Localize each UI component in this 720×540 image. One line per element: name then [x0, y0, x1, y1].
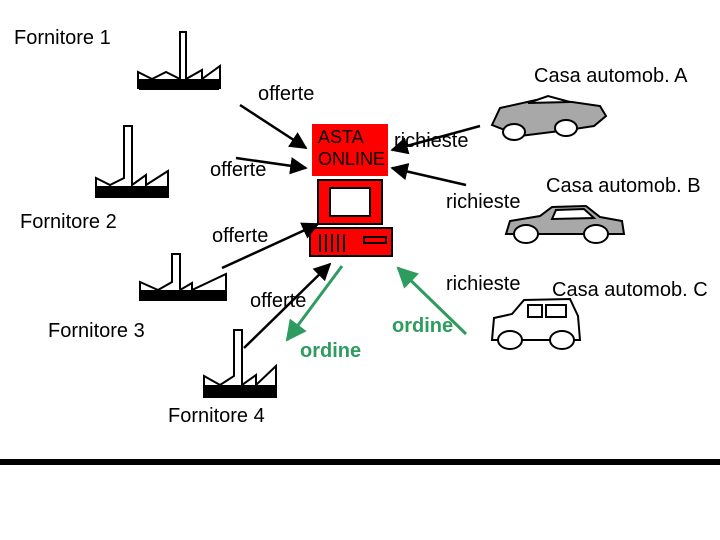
- computer-icon: [309, 179, 393, 257]
- request-label-1: richieste: [394, 130, 469, 152]
- offer-label-3: offerte: [212, 225, 269, 247]
- offer-arrow-3: [221, 222, 320, 270]
- footer-divider: [0, 459, 720, 465]
- factory-1-icon: [137, 31, 221, 90]
- buyer-a-label: Casa automob. A: [534, 65, 688, 87]
- supplier-3-label: Fornitore 3: [48, 320, 145, 342]
- supplier-2-label: Fornitore 2: [20, 211, 117, 233]
- supplier-4-label: Fornitore 4: [168, 405, 265, 427]
- offer-label-2: offerte: [210, 159, 267, 181]
- order-arrow-buyer: [396, 266, 468, 336]
- request-label-3: richieste: [446, 273, 521, 295]
- offer-label-4: offerte: [250, 290, 307, 312]
- factory-2-icon: [95, 125, 169, 198]
- request-label-2: richieste: [446, 191, 521, 213]
- car-b-icon: [504, 204, 626, 244]
- car-c-icon: [490, 297, 582, 350]
- buyer-c-label: Casa automob. C: [552, 279, 708, 301]
- request-arrow-2: [390, 162, 467, 187]
- offer-arrow-1: [239, 103, 308, 150]
- order-label-buyer: ordine: [392, 315, 454, 337]
- auction-title-line2: ONLINE: [318, 149, 386, 169]
- supplier-1-label: Fornitore 1: [14, 27, 111, 49]
- offer-label-1: offerte: [258, 83, 315, 105]
- auction-title-line1: ASTA: [318, 127, 364, 147]
- car-a-icon: [490, 94, 608, 141]
- factory-3-icon: [139, 253, 227, 301]
- buyer-b-label: Casa automob. B: [546, 175, 701, 197]
- offer-arrow-4: [243, 262, 332, 349]
- order-arrow-supplier: [285, 265, 344, 342]
- request-arrow-1: [390, 124, 481, 155]
- auction-box: ASTA ONLINE: [312, 124, 388, 176]
- offer-arrow-2: [235, 156, 308, 175]
- factory-4-icon: [203, 329, 277, 398]
- order-label-supplier: ordine: [300, 340, 362, 362]
